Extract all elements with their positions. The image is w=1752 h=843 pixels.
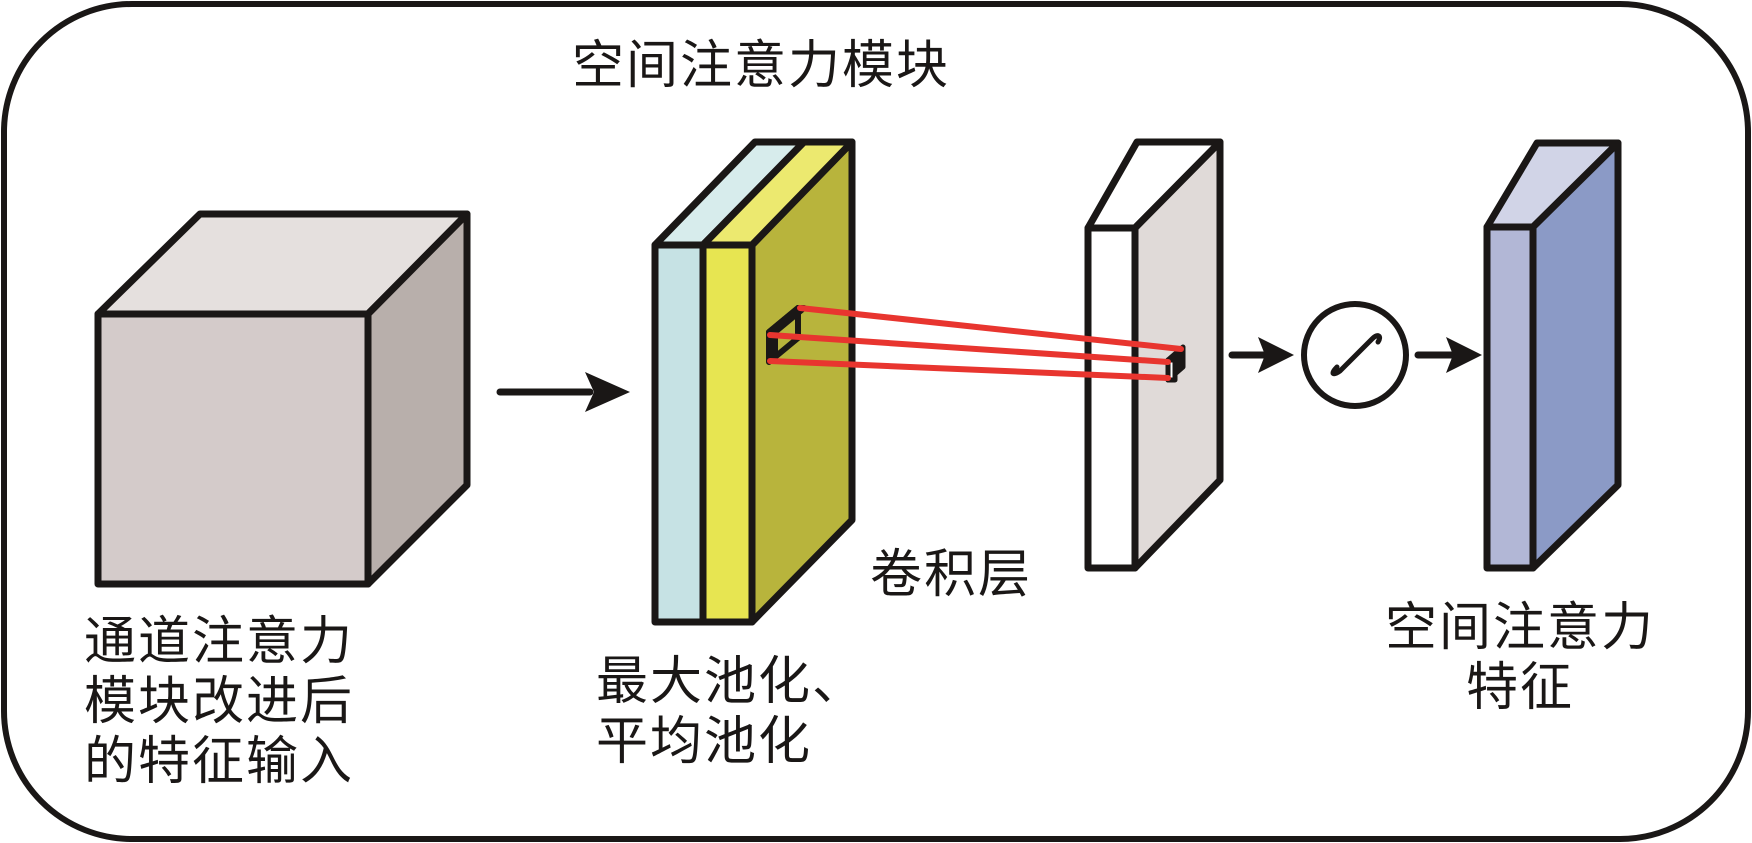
module-title: 空间注意力模块: [572, 36, 951, 96]
receptive-field-projection: [767, 305, 1184, 381]
arrow-conv-to-sigmoid: [1228, 337, 1294, 373]
projection-line-mid: [767, 332, 1171, 365]
output-feature-block: [1483, 139, 1622, 572]
avgpool-slab-front: [699, 241, 756, 626]
sigmoid-node: [1301, 301, 1409, 409]
pool-label-line: 平均池化: [596, 712, 813, 772]
output-front-face: [1483, 223, 1537, 572]
output-label-line: 空间注意力: [1384, 598, 1655, 658]
input-label-line: 模块改进后: [84, 672, 355, 732]
input-label-line: 的特征输入: [84, 732, 355, 792]
pooling-block: [651, 138, 856, 626]
input-feature-label: 通道注意力 模块改进后 的特征输入: [84, 612, 354, 792]
cube-front-face: [94, 310, 372, 588]
sigmoid-curve-icon: [1330, 333, 1383, 377]
input-feature-cube: [94, 210, 471, 588]
conv-layer-label: 卷积层: [870, 545, 1032, 605]
output-label-line: 特征: [1465, 658, 1574, 718]
projection-line-top: [797, 305, 1184, 352]
pooling-label: 最大池化、 平均池化: [596, 652, 866, 772]
arrow-input-to-pool: [496, 372, 630, 412]
output-feature-label: 空间注意力 特征: [1370, 598, 1670, 718]
input-label-line: 通道注意力: [84, 612, 355, 672]
conv-label-line: 卷积层: [870, 545, 1033, 605]
maxpool-slab-front: [651, 241, 707, 626]
projection-line-bottom: [767, 358, 1171, 381]
arrow-sigmoid-to-output: [1414, 337, 1482, 373]
pool-label-line: 最大池化、: [596, 652, 867, 712]
conv-front-face: [1084, 224, 1139, 572]
